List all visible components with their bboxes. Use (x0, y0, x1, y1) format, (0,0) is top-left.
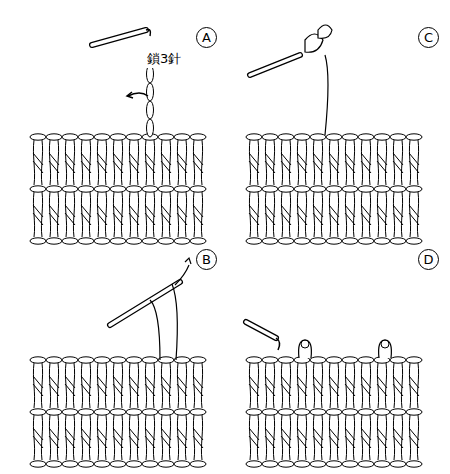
panel-letter: C (424, 31, 433, 44)
panel-letter: A (202, 31, 211, 44)
panel-letter-circle: B (196, 249, 217, 270)
panel-letter-circle: C (418, 27, 439, 48)
panel-letter: B (202, 253, 211, 266)
panel-letter: D (423, 253, 433, 266)
stitch-label: 鎖3針 (146, 50, 182, 68)
panel-letter-circle: A (196, 27, 217, 48)
panel-letter-circle: D (418, 249, 439, 270)
